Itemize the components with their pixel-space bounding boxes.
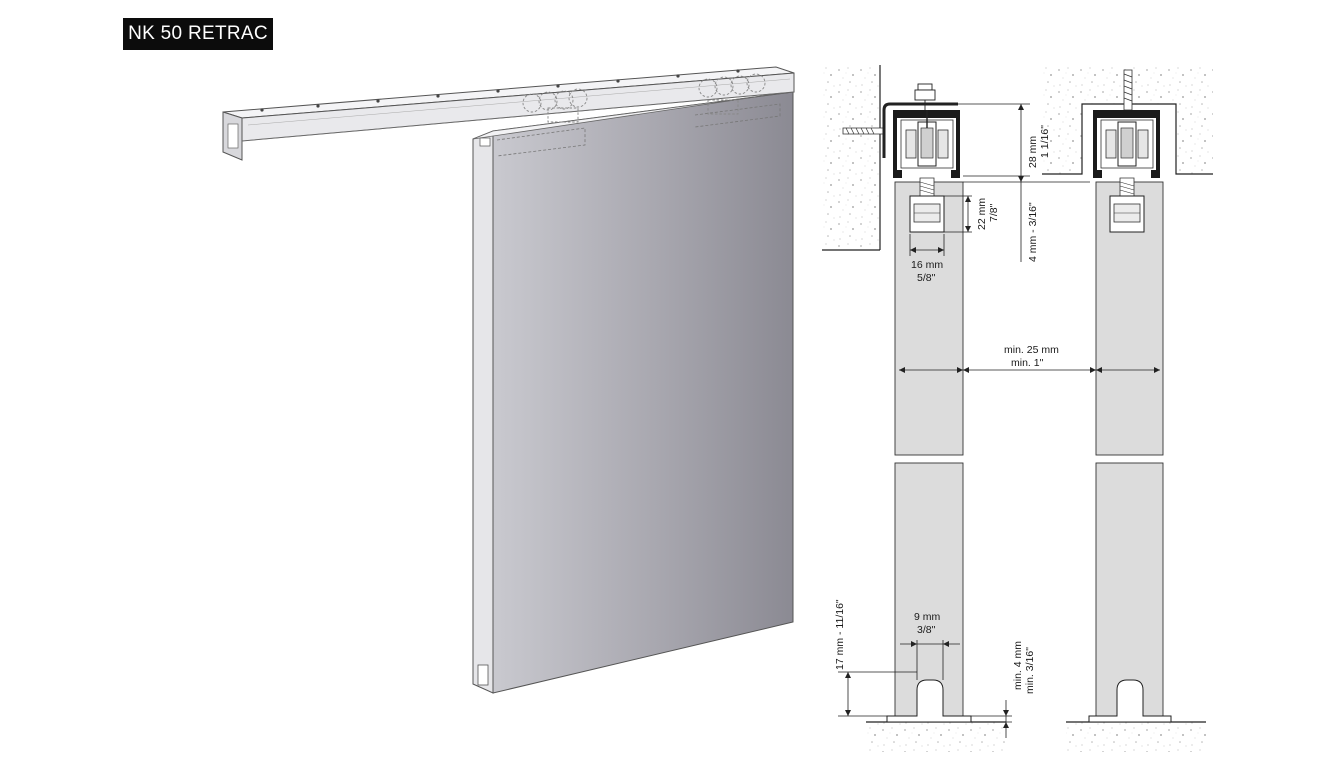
section-view-wall-mount: [822, 65, 1006, 752]
isometric-door-assembly: [222, 66, 795, 694]
dim-hanger-height-mm: 22 mm: [976, 198, 988, 230]
floor-2: [1066, 722, 1206, 752]
dim-door-spacing-mm: min. 25 mm: [1004, 344, 1059, 356]
door-hanger-1: [909, 177, 945, 233]
top-bolt-1: [914, 83, 936, 110]
dim-hanger-width-mm: 16 mm: [911, 259, 943, 271]
ceiling-section: [1042, 65, 1213, 174]
track-profile-2: [1093, 110, 1160, 178]
dim-guide-width-mm: 9 mm: [914, 611, 941, 623]
track-screw-holes: [260, 69, 740, 112]
roller-carriage-left: [522, 88, 588, 123]
track-profile-1: [893, 110, 960, 178]
door-edge: [472, 130, 494, 694]
door-panel: [492, 91, 794, 694]
roller-carriage-right: [698, 73, 766, 115]
floor-guide-1: [886, 679, 972, 723]
wall-screw: [842, 127, 885, 135]
door-leaf-1-lower: [894, 462, 964, 719]
wall-section: [822, 65, 880, 248]
floor-guide-2: [1088, 679, 1172, 723]
door-leaf-2-lower: [1095, 462, 1164, 719]
dim-carriage-height-in: 1 1/16": [1039, 125, 1051, 158]
floor-1: [866, 722, 1006, 752]
dim-floor-gap-in: min. 3/16": [1024, 647, 1036, 694]
dim-hanger-width-in: 5/8": [917, 272, 936, 284]
dim-floor-gap-mm: min. 4 mm: [1012, 641, 1024, 690]
dimension-arrows: [845, 104, 1160, 728]
dim-gap: 4 mm - 3/16": [1027, 202, 1039, 262]
dim-door-spacing-in: min. 1": [1011, 357, 1044, 369]
bottom-guide-slot: [477, 664, 489, 686]
ceiling-screw: [1123, 69, 1133, 111]
dim-groove-depth: 17 mm - 11/16": [834, 599, 846, 670]
door-hanger-2: [1109, 177, 1145, 233]
section-view-ceiling-mount: [1042, 65, 1213, 752]
mounting-bracket: [882, 102, 958, 158]
dim-carriage-height-mm: 28 mm: [1027, 136, 1039, 168]
dim-guide-width-in: 3/8": [917, 624, 936, 636]
dim-hanger-height-in: 7/8": [988, 203, 1000, 222]
product-title: NK 50 RETRAC: [123, 18, 273, 50]
